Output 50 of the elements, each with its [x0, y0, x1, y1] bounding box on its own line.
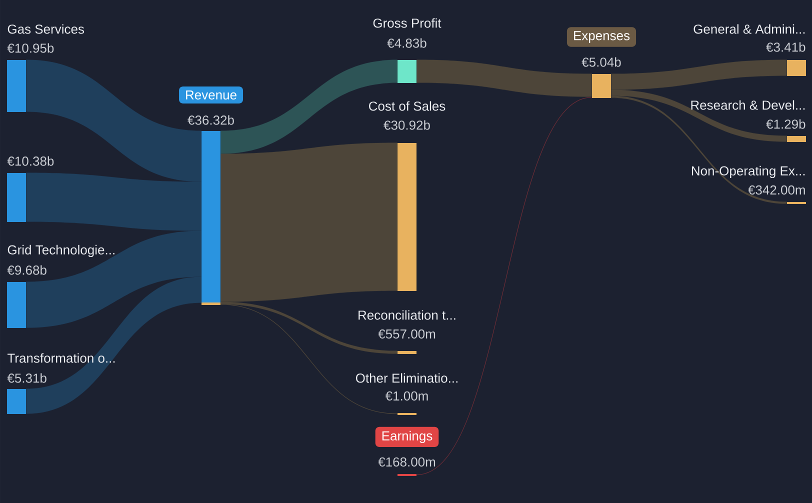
segment-bar: [7, 282, 26, 328]
value-label: €5.31b: [7, 373, 46, 383]
flow-line: [416, 97, 592, 476]
flow-band: [26, 230, 202, 328]
segment-bar: [7, 60, 26, 112]
flow-line: [220, 304, 398, 414]
value-label: €342.00m: [748, 185, 805, 195]
segment-bar: [202, 131, 220, 305]
node-label: Other Eliminatio...: [356, 373, 458, 383]
value-label: €1.00m: [385, 391, 428, 401]
value-label: €3.41b: [766, 42, 806, 52]
category-bar: [787, 60, 806, 76]
node-label: Grid Technologie...: [8, 244, 114, 258]
flow-band: [26, 172, 202, 231]
value-label: €168.00m: [378, 457, 436, 467]
value-label: €5.04b: [582, 57, 621, 67]
node-label: Reconciliation t...: [358, 310, 456, 320]
profit-bar: [398, 60, 416, 83]
category-pill: Earnings: [375, 426, 439, 448]
flow-band: [416, 60, 592, 97]
value-label: €9.68b: [7, 265, 46, 275]
node-label: Transformation o...: [8, 353, 115, 363]
flow-band: [26, 276, 202, 414]
value-label: €4.83b: [387, 38, 426, 48]
value-label: €10.38b: [7, 156, 54, 166]
category-pill: Revenue: [179, 86, 244, 104]
value-label: €10.95b: [7, 43, 54, 53]
value-label: €30.92b: [384, 120, 430, 130]
flow-band: [611, 60, 787, 90]
value-label: €1.29b: [766, 119, 806, 129]
value-label: €36.32b: [188, 115, 234, 125]
flow-band: [220, 142, 398, 302]
flow-band: [26, 60, 202, 182]
flow-band: [611, 90, 787, 142]
segment-bar: [7, 389, 26, 414]
category-bar: [398, 351, 416, 354]
category-pill: Expenses: [566, 27, 636, 47]
segment-bar: [7, 173, 26, 222]
node-label: Gas Services: [8, 24, 84, 34]
flow-band: [611, 96, 787, 204]
node-label: Research & Devel...: [691, 100, 805, 110]
value-label: €557.00m: [378, 329, 436, 339]
node-label: General & Admini...: [694, 24, 805, 34]
node-label: Cost of Sales: [369, 101, 446, 111]
flow-band: [220, 302, 398, 354]
node-label: Gross Profit: [373, 18, 442, 28]
category-bar: [592, 74, 611, 98]
flow-band: [220, 60, 398, 154]
category-bar: [398, 143, 416, 291]
node-label: Non-Operating Ex...: [692, 166, 805, 178]
